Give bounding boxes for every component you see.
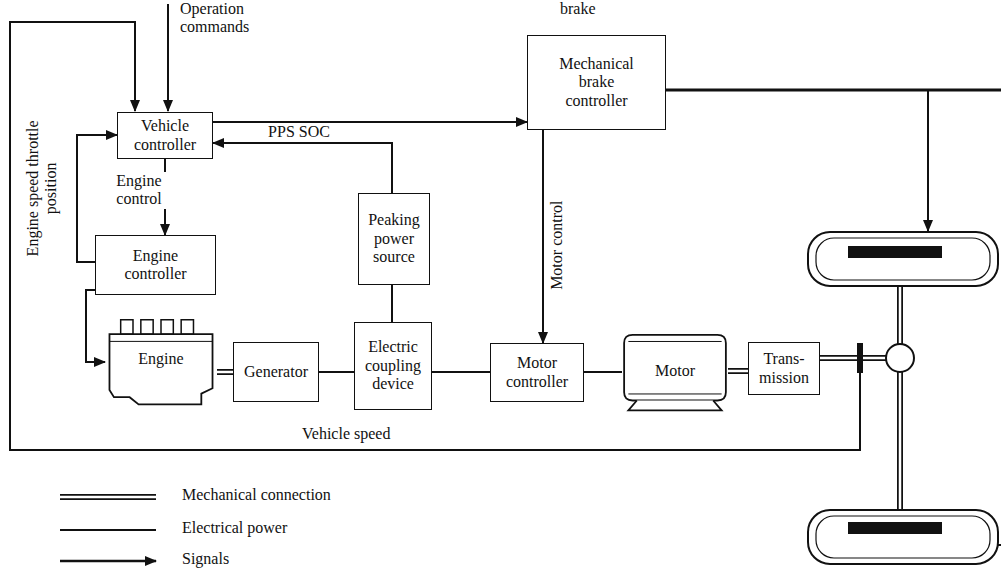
- node-label: Engine controller: [106, 247, 206, 284]
- legend-sample-electrical: [60, 529, 156, 531]
- axle: [900, 286, 901, 511]
- cylinder: [121, 320, 133, 334]
- node-text-group: Motor controller: [495, 354, 579, 391]
- legend-text: Electrical power: [180, 519, 289, 537]
- node-text-group: Mechanical brake controller: [551, 55, 643, 110]
- node-label: Engine: [138, 350, 183, 368]
- node-label: Motor: [655, 362, 695, 380]
- motor-base: [628, 401, 721, 411]
- controller-box: Motor controller: [490, 343, 584, 402]
- node-text-group: Engine: [138, 350, 183, 368]
- generator-box: Generator: [233, 342, 319, 402]
- power-line: [392, 285, 393, 322]
- connector-line: [86, 290, 105, 362]
- shaft-outline: [217, 369, 233, 375]
- shaft-core: [728, 370, 748, 373]
- connector-line: [213, 122, 543, 343]
- coupling-box: Electric coupling device: [354, 322, 432, 410]
- cylinder: [181, 320, 193, 334]
- brake-wire: [666, 89, 1001, 92]
- vehicle-speed-wire: [10, 22, 860, 450]
- shaft-outline: [728, 368, 748, 374]
- node-text-group: Electric coupling device: [359, 338, 427, 393]
- wheel: [808, 232, 998, 286]
- motor-body: [624, 335, 726, 401]
- node-text-group: Generator: [244, 363, 308, 381]
- motor-figure: Motor: [622, 330, 728, 412]
- node-text-group: Motor: [655, 362, 695, 380]
- node-label: Generator: [244, 363, 308, 381]
- signal-label: Motor control: [548, 183, 566, 307]
- signal-arrow: [86, 290, 105, 362]
- signal-arrow: [213, 122, 543, 343]
- connector-line: [213, 143, 392, 193]
- connector-line: [584, 371, 622, 373]
- power-line: [319, 372, 354, 373]
- legend-sample-mechanical: [60, 497, 156, 498]
- mechanical-connection: [728, 371, 748, 372]
- controller-box: Vehicle controller: [117, 112, 213, 159]
- node-label: Vehicle controller: [125, 117, 205, 154]
- signal-label: Engine control: [108, 172, 170, 209]
- differential: [886, 344, 914, 372]
- legend-text: Mechanical connection: [180, 486, 333, 504]
- connector-line: [391, 285, 393, 322]
- cylinder: [161, 320, 173, 334]
- cylinder: [141, 320, 153, 334]
- power-line: [432, 372, 490, 373]
- signal-label: Engine speed throttle position: [24, 111, 61, 265]
- command-wire: [167, 4, 169, 111]
- node-text-group: Engine controller: [106, 247, 206, 284]
- legend-text: Signals: [180, 550, 231, 568]
- power-line: [584, 372, 622, 373]
- legend-sample-signal: [60, 560, 156, 563]
- signal-arrow: [213, 143, 392, 193]
- engine-block: [109, 334, 212, 404]
- motor-ribs: [628, 341, 721, 393]
- node-label: Mechanical brake controller: [551, 55, 643, 110]
- node-text-group: Peaking power source: [363, 211, 425, 266]
- engine-head-line: [109, 341, 212, 342]
- power-source-box: Peaking power source: [358, 193, 430, 285]
- annotation-label: brake: [558, 0, 622, 18]
- transmission-box: Trans- mission: [748, 342, 820, 395]
- connector-line: [319, 371, 354, 373]
- node-label: Trans- mission: [753, 350, 815, 387]
- node-label: Electric coupling device: [359, 338, 427, 393]
- controller-box: Mechanical brake controller: [527, 35, 666, 130]
- output-shaft: [820, 358, 886, 359]
- wheel: [808, 510, 998, 564]
- engine-figure: Engine: [105, 318, 217, 408]
- connector-line: [432, 371, 490, 373]
- brake-wire: [927, 90, 929, 231]
- signal-label: PPS SOC: [262, 123, 336, 141]
- mechanical-connection: [217, 372, 233, 373]
- speed-sensor: [857, 343, 863, 373]
- annotation-label: Vehicle speed: [300, 425, 434, 443]
- shaft-core: [217, 371, 233, 374]
- annotation-label: Operation commands: [178, 0, 292, 37]
- node-label: Peaking power source: [363, 211, 425, 266]
- node-text-group: Vehicle controller: [125, 117, 205, 154]
- node-label: Motor controller: [495, 354, 579, 391]
- controller-box: Engine controller: [95, 235, 216, 295]
- node-text-group: Trans- mission: [753, 350, 815, 387]
